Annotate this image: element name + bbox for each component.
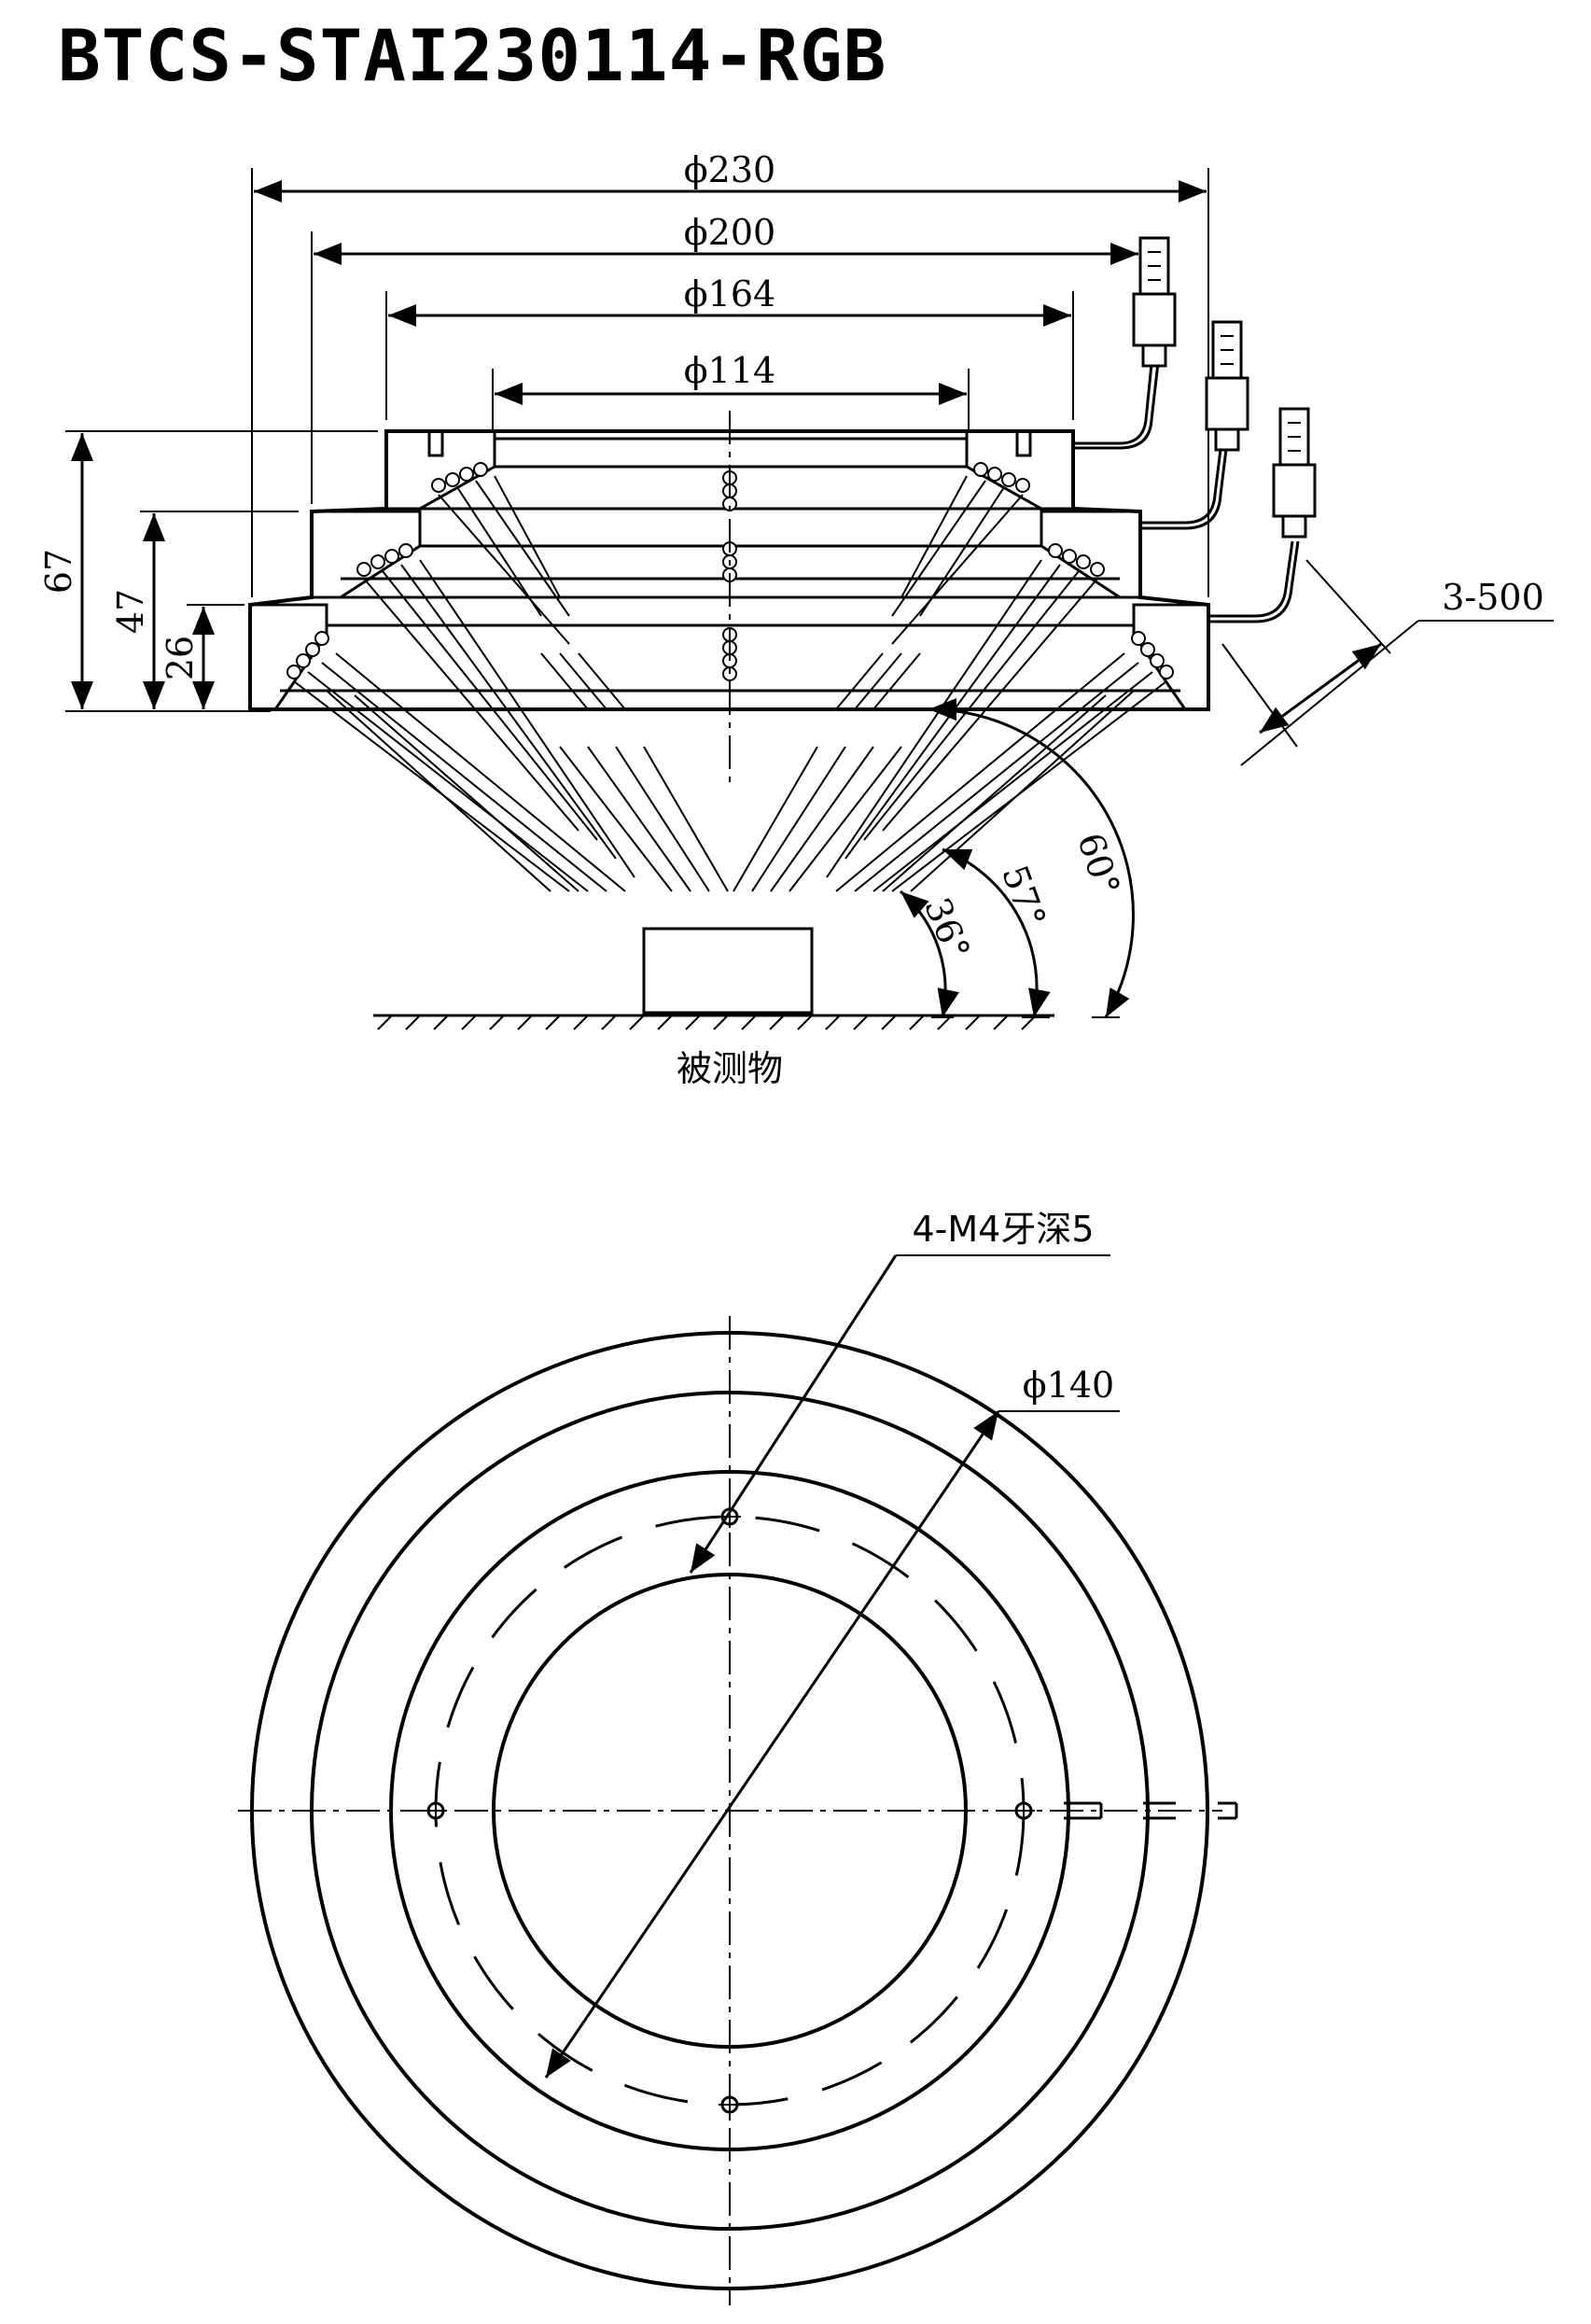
thread-note: 4-M4牙深5 <box>912 1209 1094 1250</box>
dim-d164: ϕ164 <box>684 273 775 315</box>
dim-d140: ϕ140 <box>1023 1365 1114 1406</box>
top-view: 4-M4牙深5 ϕ140 <box>238 1209 1238 2305</box>
object-label: 被测物 <box>677 1048 783 1089</box>
angle-36: 36° <box>916 892 978 966</box>
dim-d200: ϕ200 <box>684 212 775 253</box>
measured-object <box>642 927 814 1015</box>
dim-cable: 3-500 <box>1442 577 1544 618</box>
dim-d114: ϕ114 <box>684 350 775 391</box>
dim-d230: ϕ230 <box>684 149 775 190</box>
dim-h26: 26 <box>160 636 201 680</box>
dim-h47: 47 <box>110 589 151 634</box>
angle-57: 57° <box>994 860 1054 932</box>
dim-h67: 67 <box>38 549 79 594</box>
side-view: ϕ230 ϕ200 ϕ164 ϕ114 67 47 26 <box>38 149 1554 1089</box>
drawing-title: BTCS-STAI230114-RGB <box>58 14 887 97</box>
